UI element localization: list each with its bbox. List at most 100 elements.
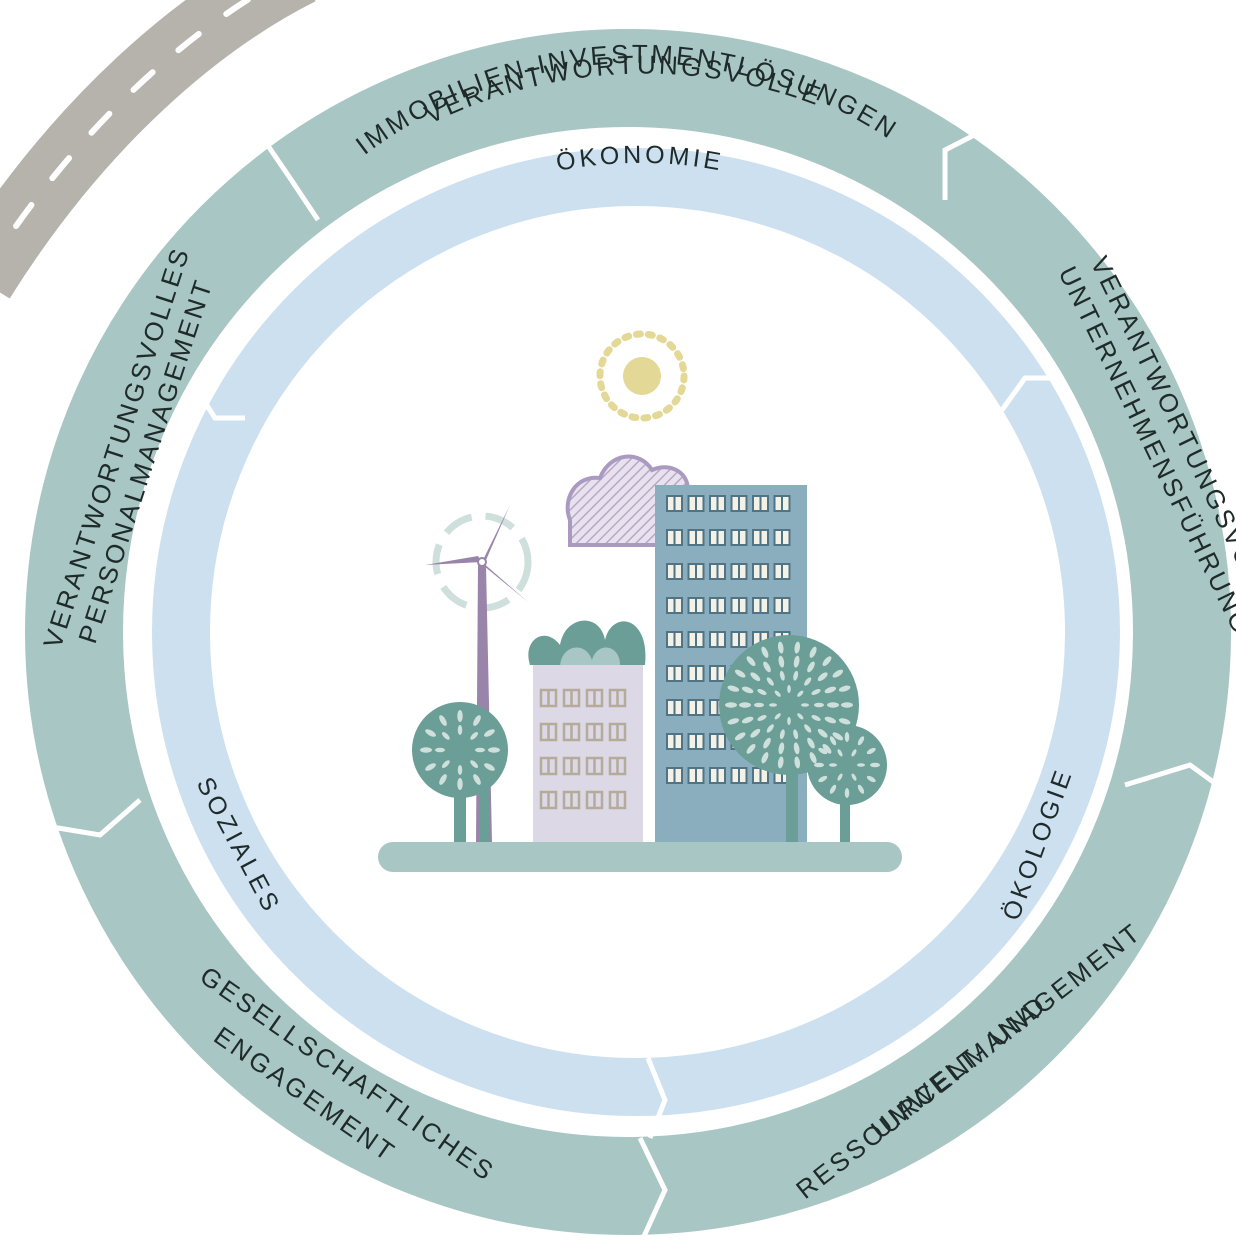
sun-icon: [596, 330, 688, 422]
leaf: [807, 737, 815, 749]
leaf: [473, 774, 481, 785]
leaf: [766, 677, 774, 686]
leaf: [824, 716, 837, 724]
leaf: [457, 710, 463, 722]
leaf: [441, 760, 450, 769]
leaf: [829, 763, 837, 767]
leaf: [797, 690, 804, 697]
leaf: [761, 752, 769, 764]
leaf: [818, 775, 828, 783]
leaf: [822, 656, 832, 667]
tree-large-icon: [719, 635, 887, 842]
leaf: [741, 716, 754, 724]
leaf: [750, 672, 761, 682]
leaf: [793, 670, 799, 681]
leaf: [809, 646, 817, 658]
leaf: [824, 686, 837, 694]
leaf: [779, 670, 785, 681]
leaf: [488, 747, 500, 753]
leaf: [774, 690, 781, 697]
leaf: [794, 756, 801, 769]
leaf: [741, 686, 754, 694]
leaf: [832, 732, 844, 741]
leaf: [829, 784, 837, 794]
leaf: [838, 685, 851, 692]
leaf: [763, 737, 771, 749]
leaf: [787, 717, 791, 725]
road-icon: [0, 0, 316, 299]
leaf: [814, 702, 824, 708]
leaf: [844, 732, 850, 742]
leaf: [829, 736, 837, 746]
leaf: [470, 731, 479, 740]
leaf: [727, 685, 740, 692]
leaf: [470, 760, 479, 769]
leaf: [857, 736, 865, 746]
leaf: [811, 715, 821, 721]
leaf: [807, 661, 815, 673]
ground: [378, 842, 902, 872]
leaf: [832, 669, 844, 678]
leaf: [769, 703, 777, 707]
leaf: [750, 728, 761, 738]
leaf: [475, 747, 485, 753]
leaf: [844, 788, 850, 798]
leaf: [457, 725, 463, 735]
leaf: [761, 646, 769, 658]
leaf: [841, 702, 853, 708]
leaf: [811, 689, 821, 695]
leaf: [827, 702, 839, 708]
leaf: [779, 729, 785, 740]
leaf: [777, 756, 784, 769]
leaf: [425, 763, 436, 771]
leaf: [822, 743, 832, 754]
leaf: [757, 689, 767, 695]
leaf: [439, 774, 447, 785]
leaf: [837, 749, 843, 757]
leaf: [838, 718, 851, 725]
residential-building-icon: [528, 620, 646, 842]
leaf: [435, 747, 445, 753]
leaf: [857, 784, 865, 794]
leaf: [441, 731, 450, 740]
outer-ring-separators: [39, 125, 1236, 1244]
leaf: [851, 773, 857, 781]
leaf: [814, 762, 824, 768]
leaf: [794, 641, 801, 654]
leaf: [746, 656, 756, 667]
leaf: [857, 763, 865, 767]
leaf: [793, 742, 800, 755]
outer-ring: [25, 29, 1231, 1235]
leaf: [817, 728, 828, 738]
leaf: [746, 743, 756, 754]
leaf: [870, 762, 880, 768]
leaf: [754, 702, 764, 708]
leaf: [787, 685, 791, 693]
leaf: [473, 715, 481, 726]
tree-icon: [412, 702, 508, 842]
leaf: [804, 724, 812, 733]
leaf: [420, 747, 432, 753]
leaf: [797, 713, 804, 720]
leaf: [725, 702, 737, 708]
inner-ring: [152, 148, 1120, 1116]
leaf: [804, 677, 812, 686]
leaf: [484, 729, 495, 737]
leaf: [778, 742, 785, 755]
leaf: [801, 703, 809, 707]
leaf: [763, 661, 771, 673]
leaf: [739, 702, 751, 708]
leaf: [734, 732, 746, 741]
leaf: [457, 778, 463, 790]
leaf: [809, 752, 817, 764]
leaf: [766, 724, 774, 733]
leaf: [777, 641, 784, 654]
leaf: [818, 747, 828, 755]
leaf: [793, 729, 799, 740]
leaf: [734, 669, 746, 678]
leaf: [774, 713, 781, 720]
leaf: [484, 763, 495, 771]
leaf: [817, 672, 828, 682]
leaf: [851, 749, 857, 757]
